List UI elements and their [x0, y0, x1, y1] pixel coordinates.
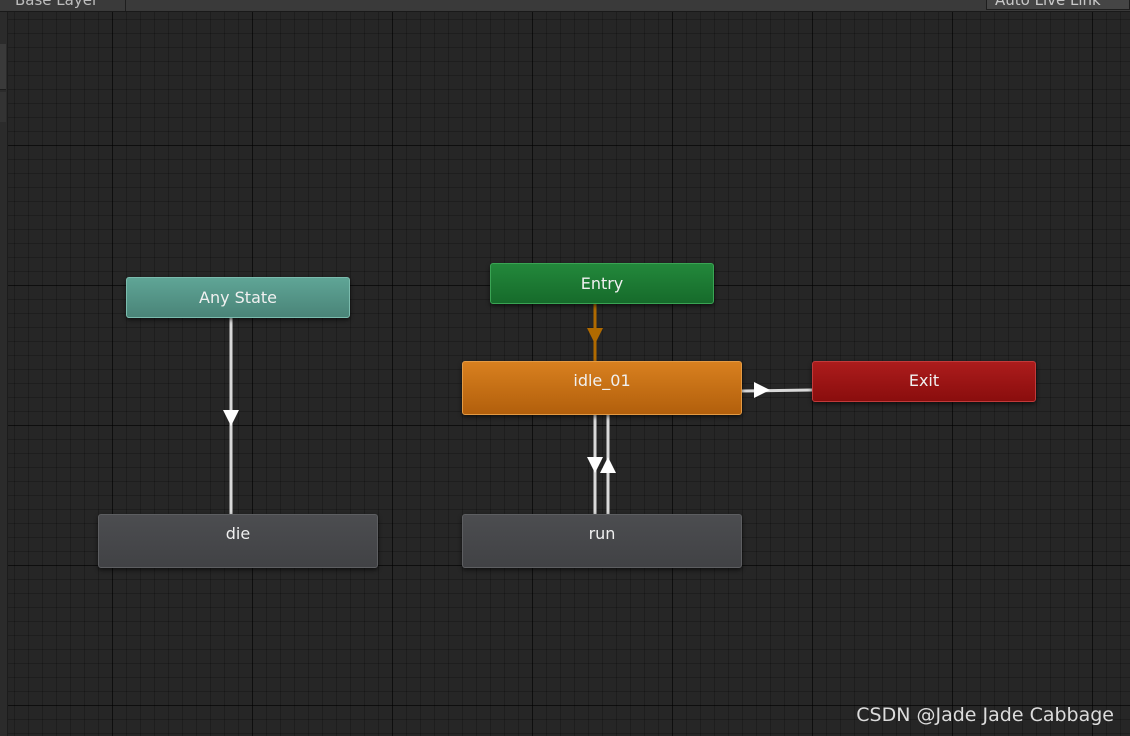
state-label: Entry	[580, 274, 624, 293]
transition-run-idle[interactable]	[600, 415, 616, 514]
side-panel-tab-secondary[interactable]	[0, 92, 6, 122]
arrow-down-icon	[223, 410, 239, 426]
state-label: die	[225, 524, 251, 543]
arrow-right-icon	[754, 382, 770, 398]
transition-anystate-die[interactable]	[223, 318, 239, 514]
state-exit[interactable]: Exit	[812, 361, 1036, 402]
state-label: run	[588, 524, 616, 543]
transition-idle-run[interactable]	[587, 415, 603, 514]
arrow-up-icon	[600, 457, 616, 473]
transition-idle-exit[interactable]	[741, 382, 813, 398]
watermark: CSDN @Jade Jade Cabbage	[856, 704, 1114, 726]
state-idle-01[interactable]: idle_01	[462, 361, 742, 415]
layer-breadcrumb[interactable]: Base Layer	[0, 0, 126, 11]
state-label: Any State	[199, 288, 277, 307]
state-run[interactable]: run	[462, 514, 742, 568]
arrow-down-icon	[587, 457, 603, 473]
arrow-down-icon	[587, 328, 603, 344]
side-panel-tab[interactable]	[0, 44, 6, 90]
state-label: Exit	[908, 371, 940, 390]
transition-entry-idle[interactable]	[587, 304, 603, 361]
graph-toolbar	[0, 0, 1130, 12]
side-panel-edge	[0, 12, 8, 736]
state-any-state[interactable]: Any State	[126, 277, 350, 318]
state-die[interactable]: die	[98, 514, 378, 568]
state-entry[interactable]: Entry	[490, 263, 714, 304]
state-label: idle_01	[573, 371, 631, 390]
